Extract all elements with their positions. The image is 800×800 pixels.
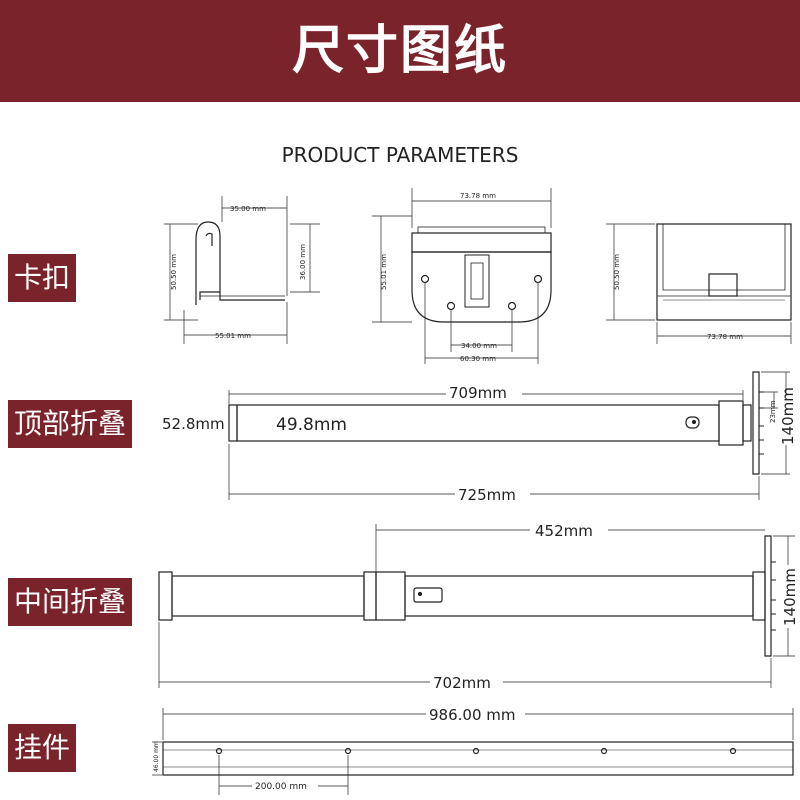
dim-top-fold-length: 709mm [449,384,507,402]
dim-middle-fold-total: 702mm [433,674,491,692]
hanger-dimensions [152,708,794,795]
dim-hanger-length: 986.00 mm [429,706,515,724]
dim-clip-side-height: 50.50 mm [613,254,621,290]
clip-front-dimensions [372,188,552,364]
page-subtitle: PRODUCT PARAMETERS [281,143,519,167]
hanger-rail [162,741,794,776]
clip-side-profile [195,221,285,305]
dim-clip-height-right: 36.00 mm [299,244,307,280]
dim-hanger-spacing: 200.00 mm [255,782,307,792]
top-fold-bar [228,371,764,475]
dim-top-fold-outer: 52.8mm [162,415,225,433]
section-label-top-fold: 顶部折叠 [8,400,133,448]
dim-top-fold-height: 140mm [779,387,797,445]
dim-clip-width-top: 35.00 mm [230,205,266,213]
middle-fold-dimensions [158,524,795,688]
dim-clip-height-left: 50.50 mm [170,254,178,290]
dim-top-fold-total: 725mm [458,486,516,504]
dim-clip-hole-spacing: 34.00 mm [461,342,497,350]
header-banner [0,0,800,102]
dim-clip-base-width: 60.30 mm [460,355,496,363]
middle-fold-bar [158,535,776,657]
dim-hanger-height: 46.00 mm [153,741,160,772]
clip-side-dimensions [164,196,320,344]
dim-middle-fold-height: 140mm [781,568,799,626]
clip-side-view [656,223,792,321]
clip-front-view [411,226,552,323]
page-title: 尺寸图纸 [291,21,508,81]
dim-clip-side-width: 73.78 mm [707,333,743,341]
dim-clip-front-width: 73.78 mm [460,192,496,200]
dim-middle-fold-length: 452mm [535,522,593,540]
top-fold-dimensions [228,371,790,500]
section-label-clip: 卡扣 [8,254,77,302]
clip-side-view-dimensions [606,223,792,344]
dim-top-fold-inner: 49.8mm [276,415,347,435]
dim-clip-front-height: 55.01 mm [380,254,388,290]
section-label-hanger: 挂件 [8,724,77,772]
dim-clip-width-bottom: 55.01 mm [215,332,251,340]
dim-top-fold-small: 23mm [769,400,777,423]
section-label-middle-fold: 中间折叠 [8,578,133,626]
